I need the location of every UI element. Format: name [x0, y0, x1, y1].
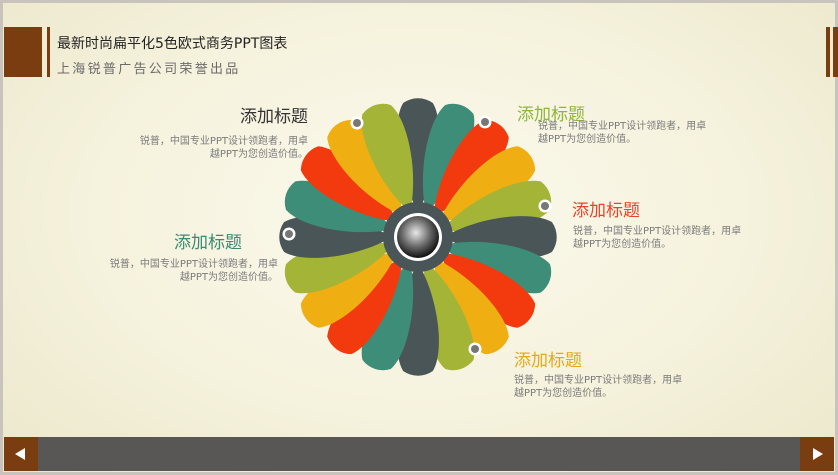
marker-dot-5-inner — [471, 345, 479, 353]
marker-dot-1-inner — [353, 119, 361, 127]
block-3-desc-line1: 锐普，中国专业PPT设计领跑者，用卓 — [573, 226, 742, 237]
block-5-desc-line1: 锐普，中国专业PPT设计领跑者，用卓 — [514, 375, 683, 386]
brand-line-right — [826, 27, 830, 77]
petal-12 — [361, 261, 414, 371]
block-5-desc: 锐普，中国专业PPT设计领跑者，用卓 越PPT为您创造价值。 — [514, 374, 714, 400]
marker-dot-3-inner — [541, 202, 549, 210]
brand-block-left — [4, 27, 42, 77]
brand-line-left — [47, 27, 50, 77]
block-3-heading: 添加标题 — [572, 201, 640, 221]
block-1-desc-line1: 锐普，中国专业PPT设计领跑者，用卓 — [139, 136, 308, 147]
bottom-nav-bar — [4, 437, 834, 471]
triangle-right-icon — [813, 448, 823, 460]
prev-slide-button[interactable] — [4, 437, 38, 471]
block-1-heading: 添加标题 — [240, 107, 308, 127]
triangle-left-icon — [15, 448, 25, 460]
petal-8 — [439, 252, 536, 328]
block-2-desc-line1: 锐普，中国专业PPT设计领跑者，用卓 — [538, 121, 707, 132]
block-2-desc-line2: 越PPT为您创造价值。 — [538, 134, 637, 145]
page-subtitle: 上海锐普广告公司荣誉出品 — [57, 62, 241, 77]
block-1-desc-line2: 越PPT为您创造价值。 — [209, 149, 308, 160]
block-2-heading: 添加标题 — [517, 105, 585, 125]
marker-dot-4-inner — [285, 230, 293, 238]
petals-group — [279, 98, 557, 376]
block-3-desc-line2: 越PPT为您创造价值。 — [573, 239, 672, 250]
petal-20 — [361, 103, 414, 213]
page-title: 最新时尚扁平化5色欧式商务PPT图表 — [57, 36, 288, 52]
block-4-desc-line2: 越PPT为您创造价值。 — [179, 272, 278, 283]
marker-dot-2-inner — [481, 118, 489, 126]
petal-3 — [433, 119, 509, 216]
center-hub-core — [397, 216, 439, 258]
block-4-heading: 添加标题 — [174, 233, 242, 253]
block-1-desc: 锐普，中国专业PPT设计领跑者，用卓 越PPT为您创造价值。 — [108, 135, 308, 161]
petal-17 — [284, 180, 394, 233]
petal-4 — [439, 146, 536, 222]
petal-9 — [433, 258, 509, 355]
petal-14 — [300, 252, 397, 328]
petal-7 — [442, 241, 552, 294]
block-4-desc: 锐普，中国专业PPT设计领跑者，用卓 越PPT为您创造价值。 — [78, 258, 278, 284]
brand-block-right — [833, 27, 838, 77]
petal-19 — [327, 119, 403, 216]
block-5-heading: 添加标题 — [514, 351, 582, 371]
block-2-desc: 锐普，中国专业PPT设计领跑者，用卓 越PPT为您创造价值。 — [538, 120, 738, 146]
block-4-desc-line1: 锐普，中国专业PPT设计领跑者，用卓 — [109, 259, 278, 270]
petal-18 — [300, 146, 397, 222]
next-slide-button[interactable] — [800, 437, 834, 471]
petal-13 — [327, 258, 403, 355]
block-5-desc-line2: 越PPT为您创造价值。 — [514, 388, 613, 399]
block-3-desc: 锐普，中国专业PPT设计领跑者，用卓 越PPT为您创造价值。 — [573, 225, 773, 251]
petal-2 — [422, 103, 475, 213]
